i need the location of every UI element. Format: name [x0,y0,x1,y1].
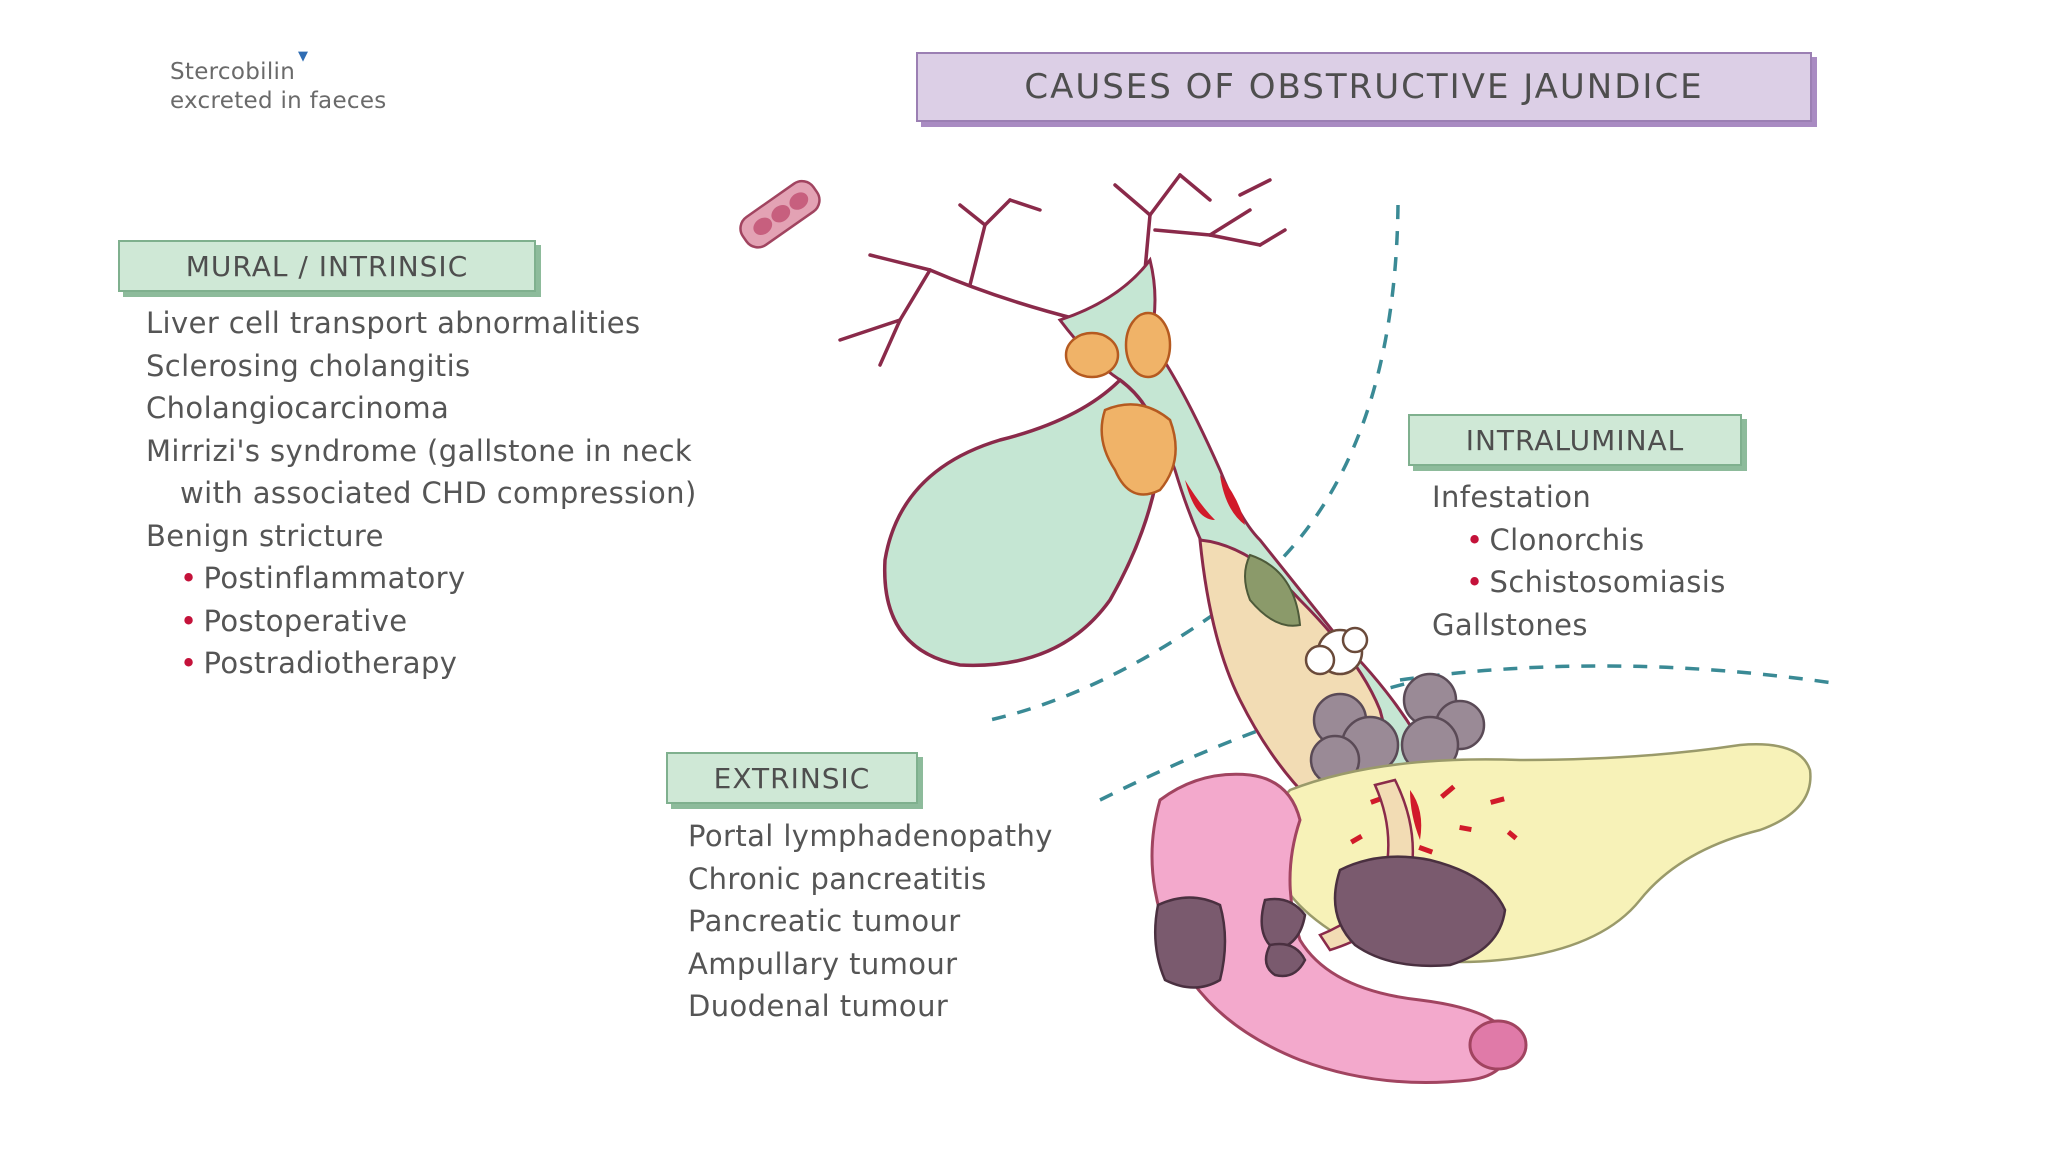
intraluminal-list: Infestation Clonorchis Schistosomiasis G… [1432,476,1726,646]
stricture-right [1220,475,1245,525]
ampullary-tumour-2 [1264,942,1307,978]
mural-intrinsic-list: Liver cell transport abnormalities Scler… [146,302,697,685]
neck-stones [1064,311,1177,496]
stricture-left [1185,480,1215,520]
mural-intrinsic-header-box: MURAL / INTRINSIC [118,240,536,292]
list-item: Mirrizi's syndrome (gallstone in neck [146,433,693,468]
list-subitem: Clonorchis [1432,519,1726,562]
list-subitem: Postinflammatory [146,557,697,600]
list-item: Portal lymphadenopathy [688,819,1053,853]
mural-intrinsic-header: MURAL / INTRINSIC [185,249,469,283]
list-item: Benign stricture [146,518,384,553]
duodenal-tumour [1153,896,1227,989]
diagram-title: CAUSES OF OBSTRUCTIVE JAUNDICE [1024,67,1704,107]
extrinsic-header: EXTRINSIC [713,761,871,795]
duct-stricture-red [1410,790,1422,840]
intraluminal-header: INTRALUMINAL [1465,423,1685,457]
list-item: Gallstones [1432,607,1588,642]
list-item: Liver cell transport abnormalities [146,306,641,340]
list-item: Ampullary tumour [688,946,958,981]
extrinsic-header-box: EXTRINSIC [666,752,918,804]
stercobilin-line-1: Stercobilin [170,59,296,85]
list-item: Sclerosing cholangitis [146,348,471,383]
list-item: Chronic pancreatitis [688,861,987,896]
list-item: Cholangiocarcinoma [146,391,450,425]
stercobilin-line-2: excreted in faeces [170,88,387,114]
list-item: Duodenal tumour [688,989,949,1023]
down-arrow-icon: ▼ [298,49,309,64]
intrahepatic-ducts [838,173,1287,367]
red-cells [739,179,821,249]
list-item: Infestation [1432,480,1592,514]
title-box: CAUSES OF OBSTRUCTIVE JAUNDICE [916,52,1812,122]
list-subitem: Postradiotherapy [146,642,697,685]
extrinsic-list: Portal lymphadenopathy Chronic pancreati… [688,815,1053,1028]
list-item: Pancreatic tumour [688,904,961,938]
pancreatic-tumour [1333,855,1507,968]
pancreatitis-flecks [1350,784,1518,855]
list-subitem: Schistosomiasis [1432,561,1726,604]
list-subitem: Postoperative [146,600,697,643]
intraluminal-header-box: INTRALUMINAL [1408,414,1742,466]
ampullary-tumour [1260,897,1307,952]
dashed-arc-middle [1399,664,1841,686]
duct-gallstone [1304,626,1369,676]
duodenum-lumen [1468,1019,1528,1071]
stercobilin-note: ▼ Stercobilin excreted in faeces [170,49,387,116]
list-item-continuation: with associated CHD compression) [180,476,697,510]
liver-fluke [1244,553,1302,627]
